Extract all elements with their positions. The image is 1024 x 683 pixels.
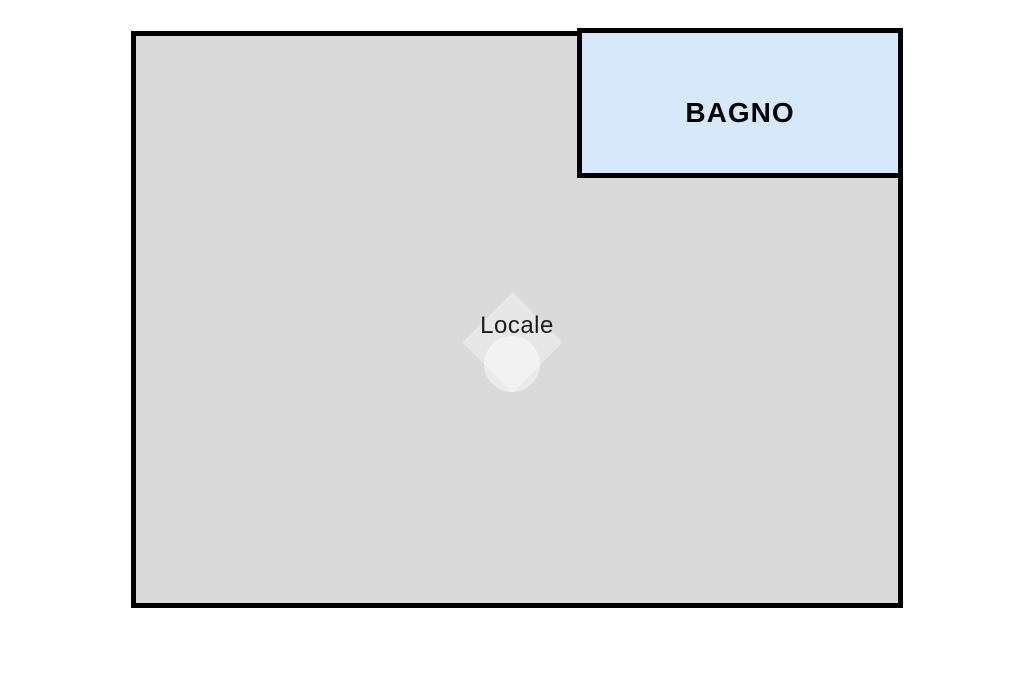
room-bagno-label: BAGNO <box>685 97 795 128</box>
room-bagno <box>577 28 903 178</box>
circle-watermark-icon <box>484 336 540 392</box>
room-locale-label: Locale <box>480 312 554 339</box>
